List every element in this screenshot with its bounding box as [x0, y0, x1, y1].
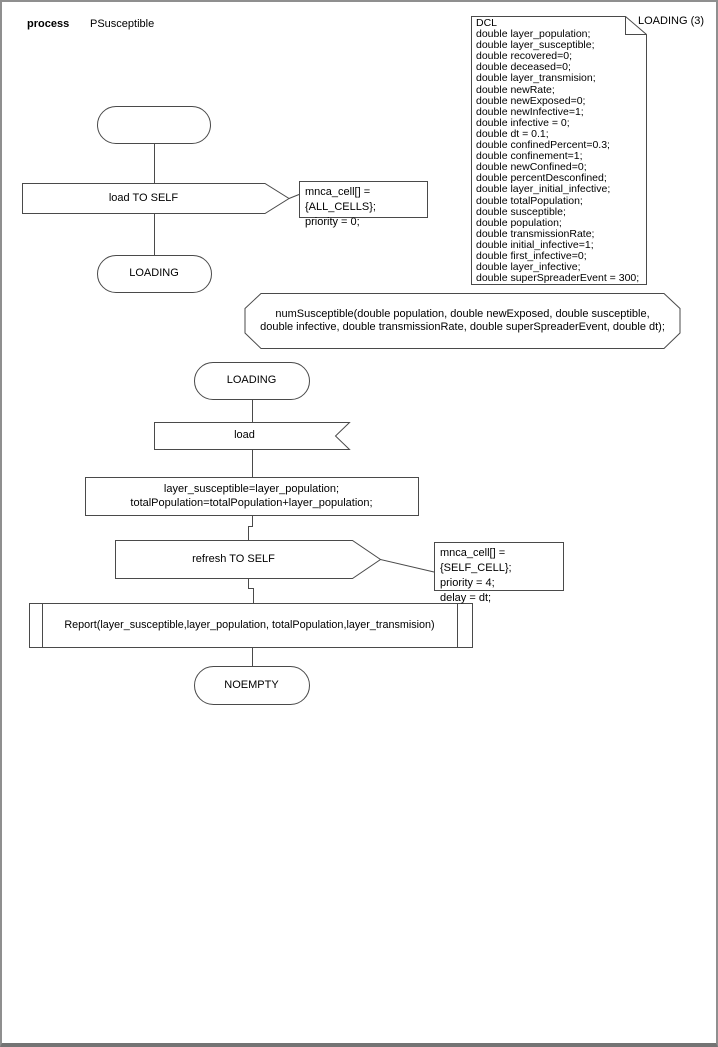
output-refresh-shape[interactable]: [115, 540, 382, 579]
connector-output-refresh-to-report: [248, 578, 254, 603]
state-loading-2-shape[interactable]: [194, 362, 310, 400]
page-label: LOADING (3): [638, 15, 705, 27]
declarations-box-fold-corner: [625, 16, 647, 35]
process-name: PSusceptible: [90, 18, 155, 30]
connector-output-load-to-comment: [288, 194, 300, 199]
connector-task-to-output-refresh: [248, 515, 253, 540]
output-load-shape[interactable]: [22, 183, 290, 214]
task-assign-shape[interactable]: [85, 477, 419, 516]
start-state-shape[interactable]: [97, 106, 211, 144]
procedure-call-report-shape[interactable]: [29, 603, 473, 648]
state-loading-1-shape[interactable]: [97, 255, 212, 293]
connector-output-refresh-to-comment: [380, 559, 435, 573]
comment-refresh-box[interactable]: [434, 542, 564, 591]
input-load-shape[interactable]: [154, 422, 351, 450]
comment-load-box[interactable]: [299, 181, 428, 218]
state-noempty-shape[interactable]: [194, 666, 310, 705]
process-kind-label: process: [27, 18, 70, 30]
procedure-declaration-shape[interactable]: [244, 293, 681, 349]
declarations-box[interactable]: [471, 16, 647, 285]
